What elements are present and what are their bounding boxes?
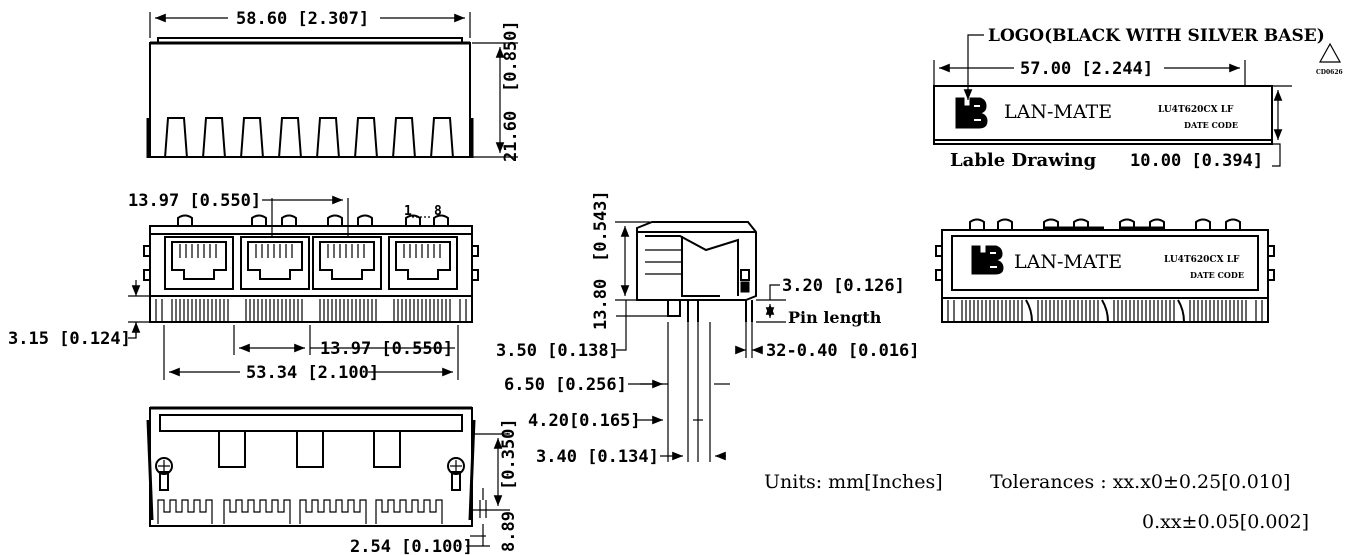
mounting-post-right [447, 457, 465, 491]
brand-name-front: LAN-MATE [1014, 251, 1122, 273]
dim-pin-count-dia: 32-0.40 [0.016] [766, 341, 920, 361]
dim-pitch-bottom: 13.97 [0.550] [320, 339, 453, 359]
rj45-port [312, 236, 382, 290]
dim-bottom-pitch: 2.54 [0.100] [350, 537, 473, 555]
dim-bottom-height-in: [0.350] [499, 418, 519, 490]
tolerance-note-2: 0.xx±0.05[0.002] [1142, 511, 1309, 533]
dim-top-height-in: [0.850] [501, 20, 521, 92]
front-label-view: LAN-MATE LU4T620CX LF DATE CODE [935, 218, 1275, 323]
dim-label-height: 10.00 [0.394] [1130, 151, 1263, 171]
lb-logo-icon [955, 97, 988, 129]
front-view-top-bumps [177, 214, 449, 226]
front-view: 1 8 [8, 191, 479, 383]
label-drawing: LOGO(BLACK WITH SILVER BASE) CD0626 57.0… [933, 26, 1343, 171]
dim-top-height-mm: 21.60 [501, 111, 521, 162]
side-view-body [636, 221, 757, 301]
dim-pin-length-value: 3.20 [0.126] [782, 276, 905, 296]
pin-length-label: Pin length [788, 308, 882, 327]
dim-side-height-in: [0.543] [591, 190, 611, 262]
mounting-post-left [155, 457, 173, 491]
revision-triangle: CD0626 [1316, 42, 1343, 76]
tolerance-note-1: Tolerances : xx.x0±0.25[0.010] [990, 471, 1290, 493]
bottom-view: [0.350] 8.89 2.54 [0.100] [146, 406, 519, 555]
part-number-front: LU4T620CX LF [1164, 255, 1240, 265]
units-note: Units: mm[Inches] [764, 471, 943, 493]
dim-label-width: 57.00 [2.244] [1020, 59, 1153, 79]
dim-pitch-top: 13.97 [0.550] [128, 191, 261, 211]
logo-callout: LOGO(BLACK WITH SILVER BASE) [988, 26, 1325, 46]
dim-bottom-height-mm: 8.89 [499, 511, 519, 552]
revision-tag: CD0626 [1316, 69, 1343, 76]
date-code-front: DATE CODE [1190, 270, 1244, 280]
dim-420: 4.20[0.165] [528, 411, 641, 431]
date-code: DATE CODE [1184, 120, 1238, 130]
notes: Units: mm[Inches] Tolerances : xx.x0±0.2… [764, 471, 1309, 533]
dim-pin-offset: 3.15 [0.124] [8, 329, 131, 349]
label-outline [933, 85, 1273, 145]
front-label-pins [947, 299, 1263, 323]
dim-650: 6.50 [0.256] [504, 375, 627, 395]
dim-top-width: 58.60 [2.307] [236, 9, 369, 29]
front-view-pins [155, 299, 467, 322]
pin-number-last: 8 [434, 204, 442, 219]
dim-340: 3.40 [0.134] [536, 447, 659, 467]
rj45-port [388, 236, 458, 290]
top-view-body [149, 42, 471, 158]
rj45-port [164, 236, 234, 290]
front-label-top-bumps [969, 218, 1241, 230]
part-number: LU4T620CX LF [1158, 105, 1234, 115]
dim-pin-span: 53.34 [2.100] [246, 363, 379, 383]
pin-number-first: 1 [404, 204, 412, 219]
top-view: 58.60 [2.307] [0.850] 21.60 [146, 9, 521, 162]
label-drawing-title: Lable Drawing [950, 150, 1097, 171]
dim-350: 3.50 [0.138] [496, 341, 619, 361]
lb-logo-icon [971, 245, 1004, 275]
dim-side-height-mm: 13.80 [591, 279, 611, 330]
side-view: [0.543] 13.80 3.20 [0.126] Pin length 3.… [496, 190, 920, 467]
rj45-ports [164, 236, 458, 290]
bottom-view-pins [157, 499, 443, 524]
rj45-port [240, 236, 310, 290]
brand-name: LAN-MATE [1004, 101, 1112, 123]
top-view-slots [146, 117, 474, 159]
